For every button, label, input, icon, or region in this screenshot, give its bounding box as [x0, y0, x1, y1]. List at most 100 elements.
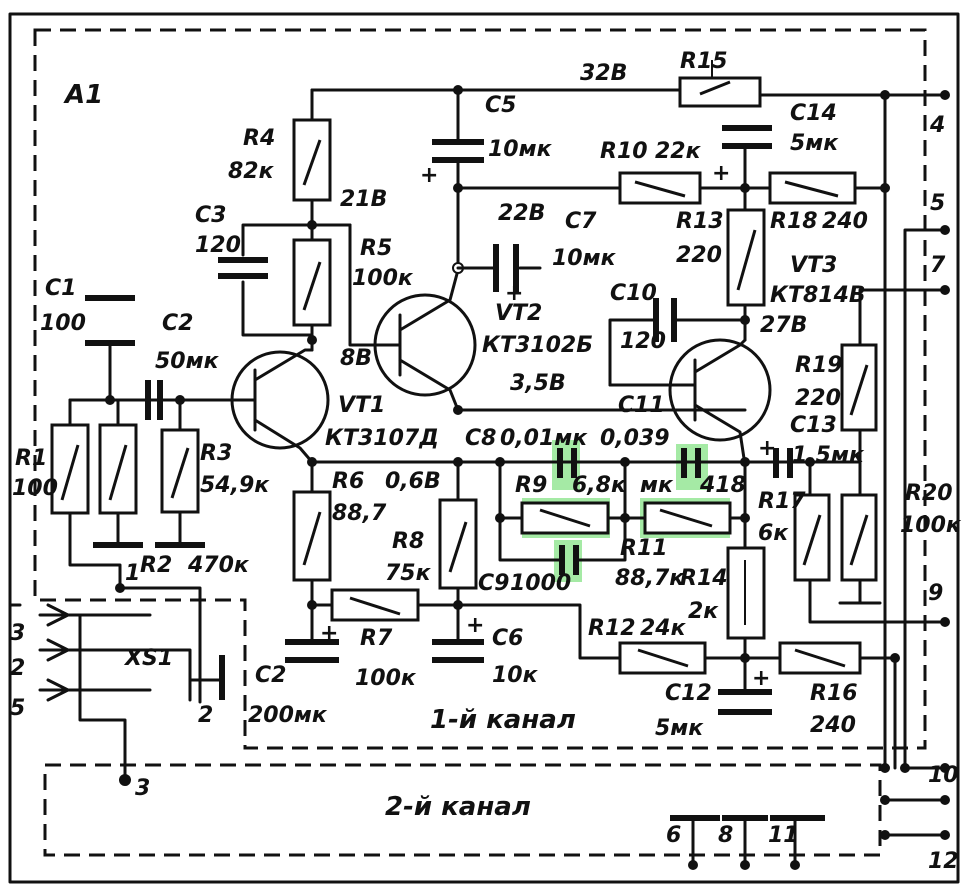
c1-value: 100: [40, 311, 86, 336]
xs1-wiring: [8, 586, 202, 782]
pin-2-label: 2: [10, 656, 25, 681]
a1-block-border: [33, 28, 927, 750]
c6-label: C6: [492, 626, 523, 651]
c5-value: 10мк: [488, 137, 553, 162]
terminal-9: [940, 617, 950, 627]
r5-slash: [302, 261, 322, 311]
terminal-5: [940, 225, 950, 235]
wire: [883, 766, 947, 837]
c12-value: 5мк: [655, 716, 704, 741]
r15-slash: [699, 80, 731, 96]
wire: [68, 510, 182, 587]
r6-label: R6: [332, 469, 364, 494]
r8-value: 75к: [385, 561, 432, 586]
c13-value: 1,5мк: [792, 443, 865, 468]
r12-slash: [637, 648, 689, 668]
wire: [241, 223, 352, 337]
wire: [691, 816, 797, 867]
r7-value: 100к: [355, 666, 417, 691]
terminal-11: [940, 795, 950, 805]
c2-input-capacitor: [145, 380, 163, 420]
terminal-4: [940, 90, 950, 100]
block-label: A1: [63, 80, 103, 110]
c7-label: C7: [565, 209, 597, 234]
r19-label: R19: [795, 353, 843, 378]
wire: [348, 223, 392, 347]
r9-label: R9: [515, 473, 547, 498]
outer-frame: [8, 12, 960, 884]
r3-slash: [170, 447, 190, 499]
c2a-label: C2: [162, 311, 193, 336]
c8-capacitor: [557, 448, 577, 478]
terminal-3: [119, 774, 131, 786]
node-10-label: 10: [928, 763, 959, 788]
wire: [608, 318, 747, 387]
c5-label: C5: [485, 93, 516, 118]
c8-value: 0,01мк: [500, 426, 588, 451]
terminal-12: [940, 830, 950, 840]
wire: [456, 603, 897, 660]
r3-label: R3: [200, 441, 232, 466]
r7-label: R7: [360, 626, 393, 651]
r1-slash: [60, 444, 80, 501]
r10-slash: [634, 180, 686, 198]
r19-value: 220: [795, 386, 841, 411]
c3-label: C3: [195, 203, 226, 228]
voltage-06: 0,6В: [385, 469, 441, 494]
plus-sign: +: [505, 281, 523, 306]
box-6-label: 6: [666, 823, 681, 848]
vt2-leads: [388, 268, 460, 412]
c13-label: C13: [790, 413, 837, 438]
r18-slash: [784, 180, 839, 198]
value-418: 418: [699, 473, 746, 498]
plus-sign: +: [752, 666, 770, 691]
r15-label: R15: [680, 49, 728, 74]
c7-value: 10мк: [552, 246, 617, 271]
c3-value: 120: [195, 233, 241, 258]
r8-label: R8: [392, 529, 424, 554]
xs1-label: XS1: [123, 646, 173, 671]
wire: [838, 578, 882, 605]
plus-sign: +: [758, 436, 776, 461]
channel2-label: 2-й канал: [385, 792, 531, 822]
r17-label: R17: [758, 489, 806, 514]
node-9-label: 9: [928, 581, 943, 606]
node-3-label: 3: [135, 776, 150, 801]
r4-label: R4: [243, 126, 275, 151]
r20-slash: [849, 514, 869, 566]
junction: [880, 183, 890, 193]
r16-slash: [794, 648, 846, 668]
voltage-21: 21В: [340, 187, 387, 212]
bus-right-2: [893, 228, 947, 770]
c10-value: 120: [620, 329, 666, 354]
vt2-value: КТ3102Б: [482, 333, 593, 358]
c13-capacitor: [773, 448, 793, 478]
node-4-label: 4: [929, 113, 945, 138]
r12-resistor: [618, 641, 707, 675]
r11-slash: [659, 508, 713, 528]
junction: [495, 513, 505, 523]
c11-value: 0,039: [600, 426, 670, 451]
c2-label: C2: [255, 663, 286, 688]
r20-value: 100к: [900, 513, 962, 538]
voltage-27: 27В: [760, 313, 807, 338]
c2a-value: 50мк: [155, 349, 220, 374]
vt1-value: КТ3107Д: [325, 426, 439, 451]
c1-label: C1: [45, 276, 76, 301]
c9-value: 1000: [510, 571, 571, 596]
r5-label: R5: [360, 236, 392, 261]
r17-slash: [802, 514, 822, 566]
r7-slash: [349, 596, 401, 616]
r6-value: 88,7: [332, 501, 387, 526]
c1-capacitor: [85, 295, 135, 346]
vt3-leads: [608, 338, 747, 467]
node-1-label: 1: [125, 561, 140, 586]
r13-value: 220: [676, 243, 722, 268]
r13-slash: [736, 229, 757, 291]
plus-sign: +: [466, 613, 484, 638]
c12-capacitor: [718, 689, 772, 715]
wire: [498, 460, 747, 562]
node-7-label: 7: [930, 253, 946, 278]
r10-resistor: [618, 171, 702, 205]
c11-capacitor: [681, 448, 701, 478]
